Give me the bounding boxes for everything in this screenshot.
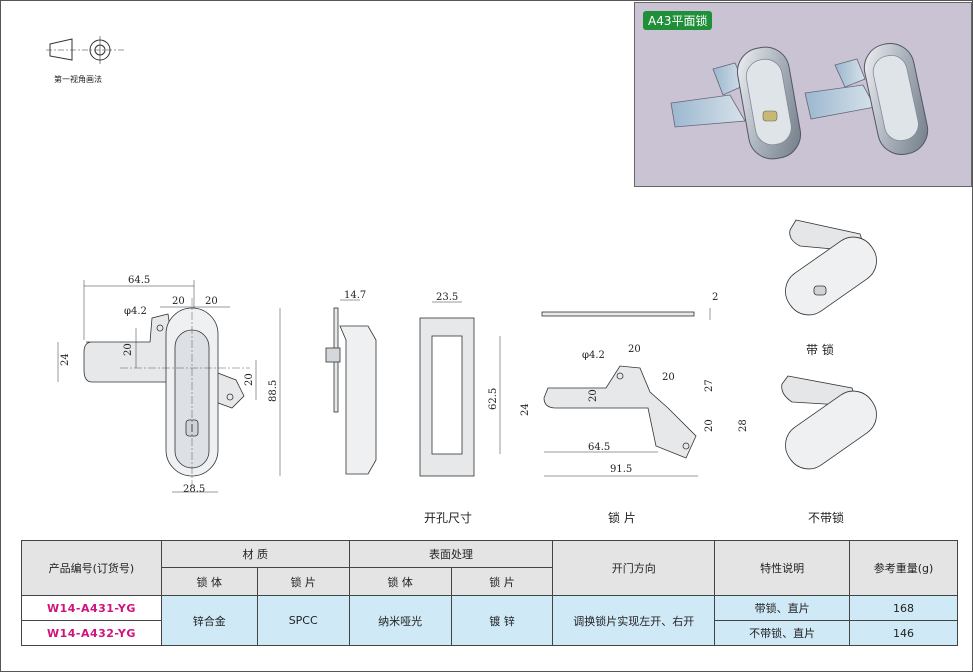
header-surface-piece: 锁 片 — [450, 567, 554, 596]
projection-symbol-icon — [46, 36, 124, 64]
latch-dim-e: 20 — [704, 419, 715, 432]
front-dim-a: 20 — [172, 296, 185, 307]
latch-dim-hole: φ4.2 — [582, 350, 605, 361]
latch-dim-a: 20 — [628, 344, 641, 355]
front-dim-b: 20 — [205, 296, 218, 307]
latch-dim-arm: 24 — [520, 403, 531, 416]
header-open-direction: 开门方向 — [552, 540, 716, 596]
front-dim-height-arm: 24 — [60, 353, 71, 366]
header-surface: 表面处理 — [348, 540, 554, 568]
lock-photo-image — [670, 42, 929, 160]
latch-dim-thickness: 2 — [712, 292, 718, 303]
header-product-code: 产品编号(订货号) — [21, 540, 162, 596]
material-piece-cell: SPCC — [256, 595, 350, 646]
table-row: W14-A432-YG 不带锁、直片 146 — [21, 620, 958, 646]
surface-body-cell: 纳米哑光 — [348, 595, 452, 646]
product-photo: A43平面锁 — [634, 2, 972, 187]
variant-without-lock-label: 不带锁 — [808, 511, 845, 525]
product-tag: A43平面锁 — [643, 11, 713, 30]
surface-piece-cell: 镀 锌 — [450, 595, 554, 646]
front-dim-body-width: 28.5 — [183, 484, 205, 495]
header-material-body: 锁 体 — [160, 567, 258, 596]
latch-dim-c: 20 — [588, 389, 599, 402]
side-view — [325, 299, 377, 475]
weight-cell: 146 — [849, 620, 958, 646]
front-dim-c: 20 — [123, 343, 134, 356]
cutout-dim-width: 23.5 — [436, 292, 458, 303]
weight-cell: 168 — [849, 595, 958, 621]
latch-dim-d: 27 — [704, 379, 715, 392]
latch-view — [541, 308, 711, 477]
technical-drawing: 64.5 φ4.2 20 20 24 20 20 88.5 28.5 14.7 … — [57, 219, 877, 495]
variant-without-lock — [781, 375, 877, 470]
header-material-piece: 锁 片 — [256, 567, 350, 596]
projection-symbol: 第一视角画法 — [44, 36, 134, 86]
front-dim-d: 20 — [244, 373, 255, 386]
header-material: 材 质 — [160, 540, 350, 568]
latch-dim-f: 28 — [738, 419, 749, 432]
cutout-view — [419, 301, 501, 477]
projection-caption: 第一视角画法 — [54, 75, 102, 84]
header-features: 特性说明 — [714, 540, 851, 596]
latch-label: 锁 片 — [608, 511, 636, 525]
product-code: W14-A432-YG — [21, 620, 162, 646]
variant-with-lock — [785, 219, 877, 316]
variant-with-lock-label: 带 锁 — [806, 343, 834, 357]
table-row: W14-A431-YG 锌合金 SPCC 纳米哑光 镀 锌 调换锁片实现左开、右… — [21, 595, 958, 646]
latch-dim-length: 91.5 — [610, 464, 632, 475]
material-body-cell: 锌合金 — [160, 595, 258, 646]
spec-table: 产品编号(订货号) 材 质 表面处理 开门方向 特性说明 参考重量(g) 锁 体… — [21, 540, 958, 646]
latch-dim-g: 64.5 — [588, 442, 610, 453]
latch-dim-b: 20 — [662, 372, 675, 383]
open-direction-cell: 调换锁片实现左开、右开 — [552, 595, 716, 646]
front-dim-width: 64.5 — [128, 275, 150, 286]
product-code: W14-A431-YG — [21, 595, 162, 621]
feature-cell: 不带锁、直片 — [714, 620, 851, 646]
header-weight: 参考重量(g) — [849, 540, 958, 596]
cutout-label: 开孔尺寸 — [424, 511, 473, 525]
front-dim-hole: φ4.2 — [124, 306, 147, 317]
front-view — [57, 280, 281, 493]
side-dim-depth: 14.7 — [344, 290, 366, 301]
feature-cell: 带锁、直片 — [714, 595, 851, 621]
cutout-dim-height: 62.5 — [488, 388, 499, 410]
header-surface-body: 锁 体 — [348, 567, 452, 596]
front-dim-total-height: 88.5 — [268, 380, 279, 402]
